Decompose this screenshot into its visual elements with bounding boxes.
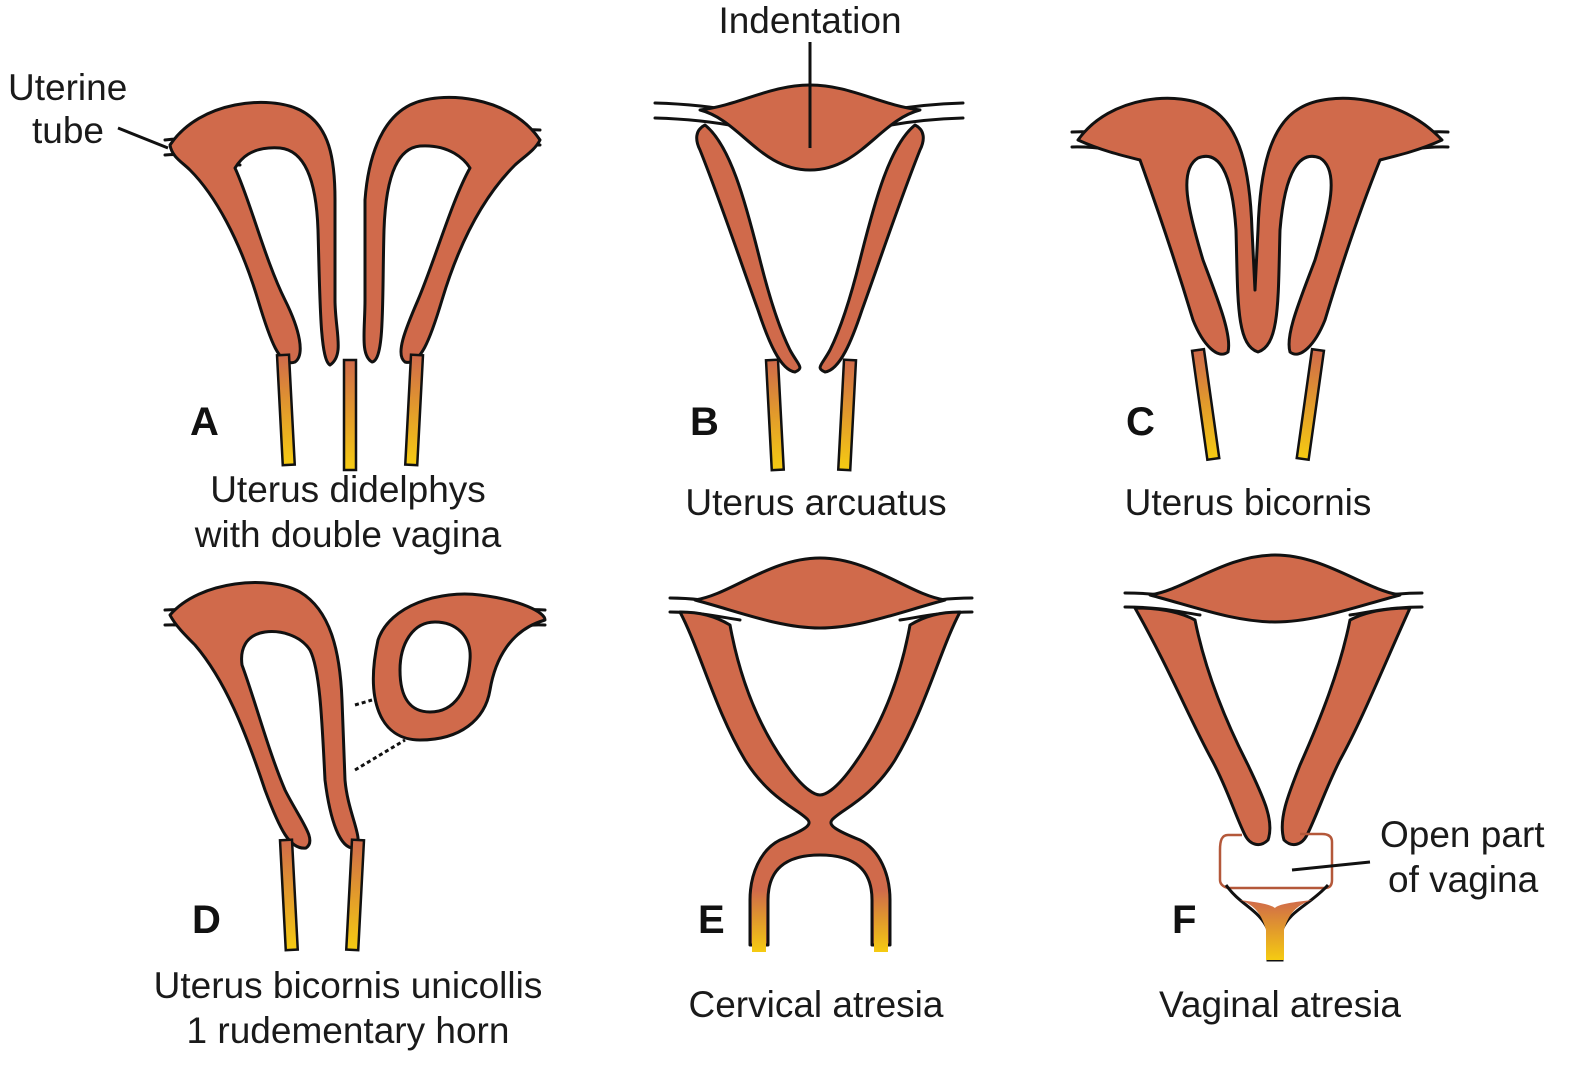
panel-b-letter: B — [690, 400, 719, 444]
uterine-tube-label-line2: tube — [32, 110, 104, 151]
panel-e-cervical-atresia: E Cervical atresia — [670, 558, 972, 1025]
panel-b-arcuatus: Indentation B Uterus arcuatus — [655, 0, 963, 523]
connection-dashed-1 — [355, 700, 372, 705]
panel-e-letter: E — [698, 898, 725, 942]
panel-c-caption: Uterus bicornis — [1125, 482, 1372, 523]
open-part-label-line2: of vagina — [1388, 859, 1539, 900]
panel-d-caption-line2: 1 rudementary horn — [187, 1010, 510, 1051]
bicornuate-uterus — [1078, 98, 1442, 354]
panel-e-caption: Cervical atresia — [689, 984, 944, 1025]
panel-a-caption-line1: Uterus didelphys — [210, 469, 486, 510]
indentation-label: Indentation — [718, 0, 901, 41]
main-uterine-horn — [170, 583, 358, 849]
panel-d-unicollis: D Uterus bicornis unicollis 1 rudementar… — [154, 583, 545, 1051]
panel-c-letter: C — [1126, 400, 1155, 444]
panel-a-didelphys: Uterine tube A Uterus didelphys with dou… — [8, 67, 540, 555]
panel-d-letter: D — [192, 898, 221, 942]
right-uterine-horn — [364, 97, 540, 362]
panel-a-caption-line2: with double vagina — [194, 514, 502, 555]
uterine-tube-leader — [118, 128, 168, 148]
panel-b-caption: Uterus arcuatus — [685, 482, 946, 523]
panel-d-caption-line1: Uterus bicornis unicollis — [154, 965, 543, 1006]
panel-f-vaginal-atresia: Open part of vagina F Vaginal atresia — [1125, 555, 1545, 1025]
panel-a-letter: A — [190, 400, 219, 444]
uterine-tube-label-line1: Uterine — [8, 67, 127, 108]
connection-dashed-2 — [355, 740, 405, 770]
panel-f-letter: F — [1172, 898, 1196, 942]
panel-f-caption: Vaginal atresia — [1159, 984, 1401, 1025]
uterine-body-f — [1135, 608, 1410, 845]
uterine-body-e — [680, 612, 960, 945]
left-uterine-horn — [170, 102, 338, 365]
panel-c-bicornis: C Uterus bicornis — [1072, 98, 1448, 523]
open-vagina-cavity — [1220, 834, 1332, 888]
rudimentary-horn — [373, 594, 545, 740]
open-part-label-line1: Open part — [1380, 814, 1545, 855]
